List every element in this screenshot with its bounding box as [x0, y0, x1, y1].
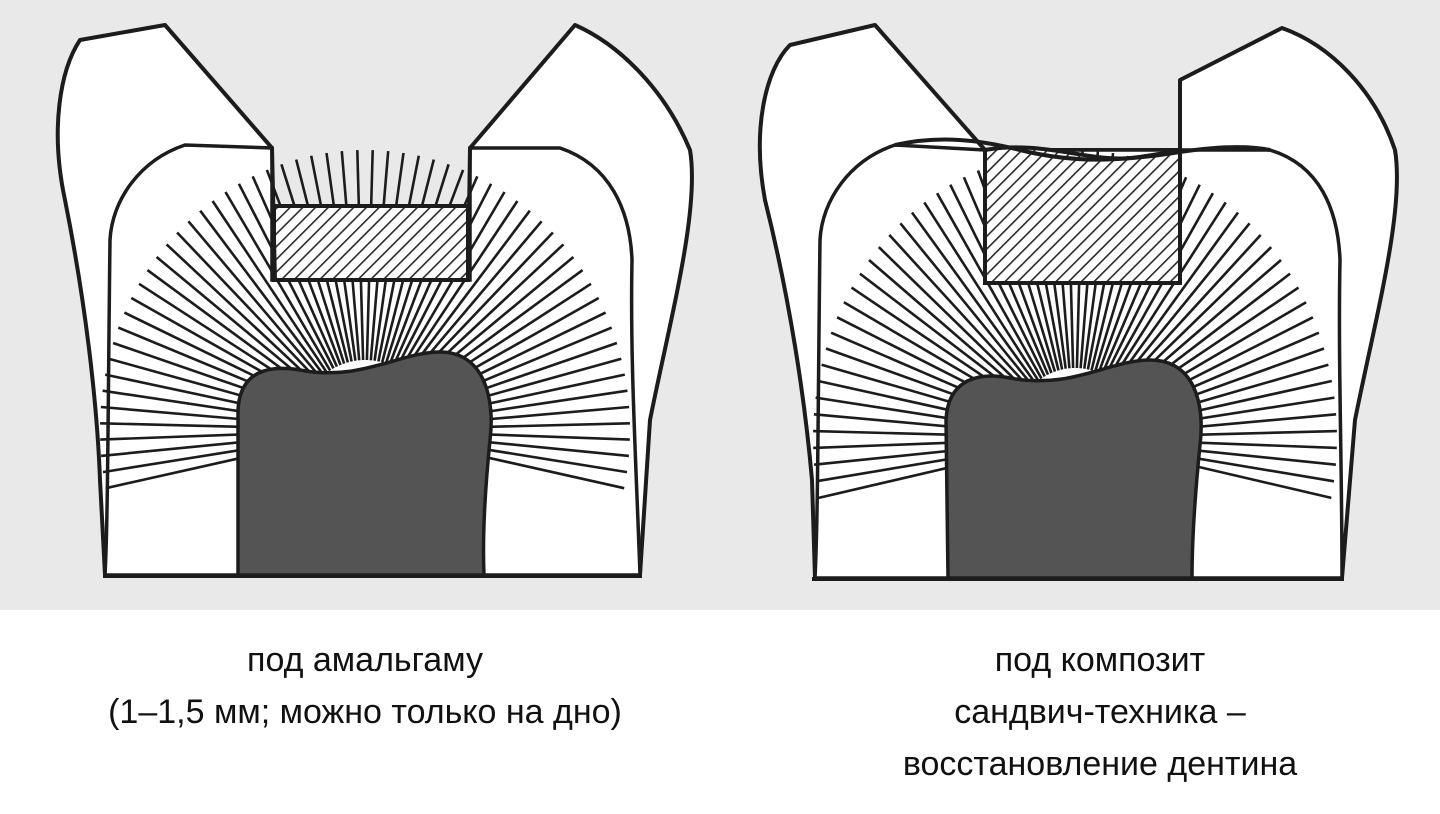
lining-layer-left — [272, 204, 470, 282]
dentin-tubule-line — [155, 255, 314, 388]
dentin-tubule-line — [899, 222, 1034, 387]
composite-restoration-right — [983, 145, 1182, 285]
tooth-diagrams — [0, 0, 1440, 610]
dentin-tubule-line — [1113, 211, 1240, 384]
dentin-tubule-line — [211, 200, 328, 374]
dentin-tubule-line — [176, 231, 319, 382]
dentin-tubule-line — [187, 220, 322, 379]
dentin-tubule-line — [405, 209, 531, 376]
dentin-tubule-line — [402, 200, 519, 374]
caption-composite: под композит сандвич-техника – восстанов… — [770, 634, 1430, 790]
dentin-tubule-line — [923, 201, 1040, 382]
caption-composite-line-3: восстановление дентина — [902, 745, 1298, 783]
dentin-tubule-line — [199, 209, 325, 376]
dentin-tubule-line — [935, 192, 1043, 380]
pulp-chamber-left — [236, 350, 493, 577]
tooth-composite — [757, 23, 1399, 581]
dentin-tubule-line — [1110, 201, 1227, 382]
dentin-tubule-line — [877, 246, 1029, 393]
cavity-wall-left-r — [466, 147, 472, 283]
dentin-tubule-line — [165, 243, 317, 385]
caption-composite-line-1: под композит — [994, 641, 1206, 679]
caption-amalgam-line-2: (1–1,5 мм; можно только на дно) — [108, 693, 622, 731]
occlusal-restored-contour-right — [894, 137, 1271, 162]
dentin-tubule-line — [868, 259, 1026, 396]
dentin-tubule-line — [1116, 222, 1251, 387]
dentin-tubule-line — [1107, 192, 1215, 380]
caption-amalgam-line-1: под амальгаму — [247, 641, 483, 679]
dentin-tubule-line — [888, 234, 1031, 390]
caption-amalgam: под амальгаму (1–1,5 мм; можно только на… — [0, 634, 730, 738]
caption-composite-line-2: сандвич-техника – — [954, 693, 1246, 731]
dentin-tubule-line — [910, 211, 1037, 384]
pulp-chamber-right — [944, 358, 1203, 580]
tooth-amalgam — [55, 23, 694, 578]
cavity-wall-left-l — [270, 147, 277, 283]
